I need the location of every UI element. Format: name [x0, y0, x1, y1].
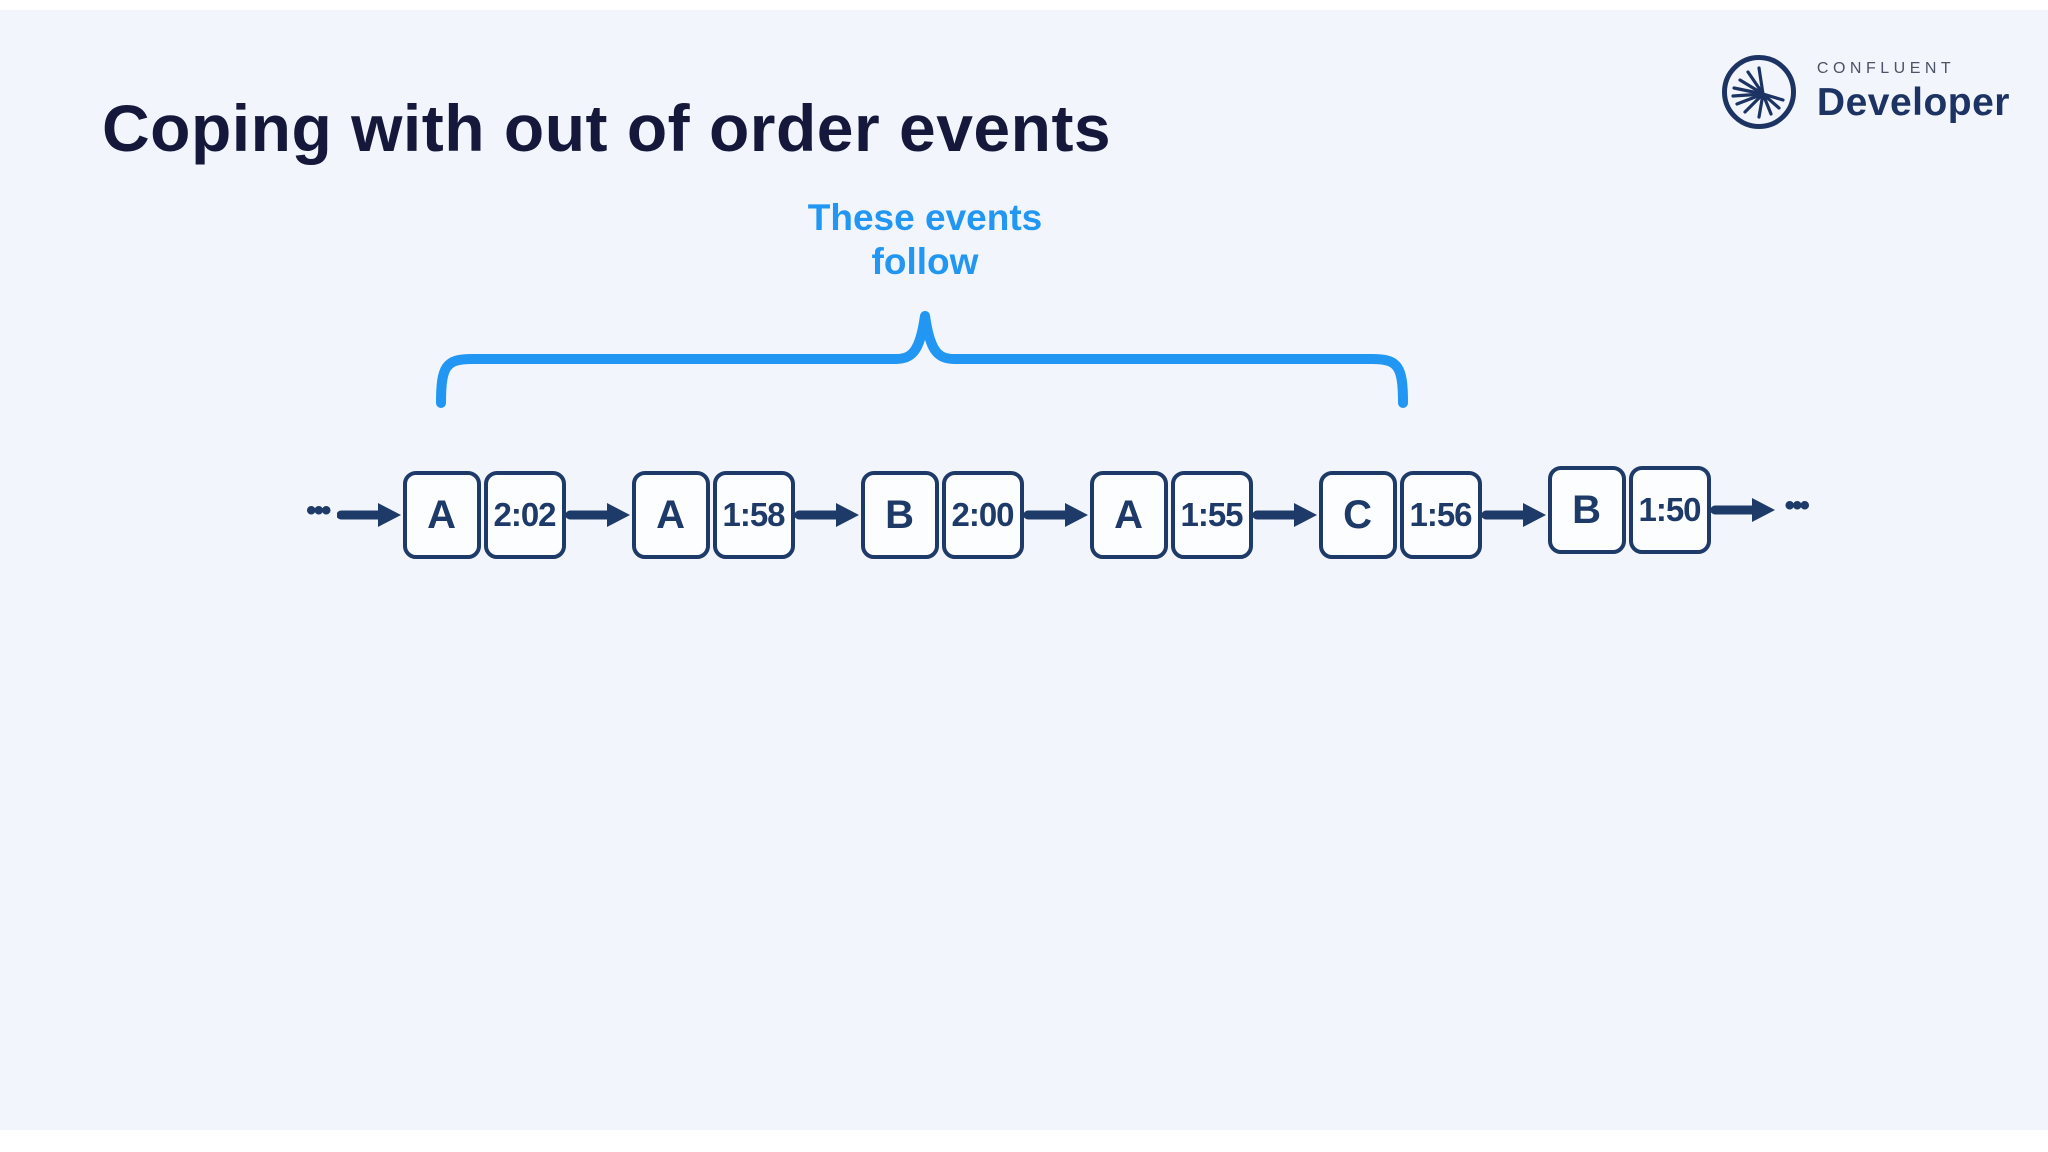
arrow-right-icon [565, 503, 630, 527]
confluent-starburst-icon [1721, 54, 1797, 130]
event-key: A [656, 492, 685, 537]
arrow-right-icon [336, 503, 401, 527]
event-key-box: A [402, 471, 481, 559]
logo-text: CONFLUENT Developer [1817, 60, 2010, 125]
event-time: 1:56 [1409, 496, 1472, 533]
logo-product-label: Developer [1816, 80, 2010, 124]
bottom-letterbox-strip [0, 1130, 2048, 1152]
event-pair: A 1:58 [631, 471, 795, 559]
event-key: B [885, 492, 914, 537]
event-key: B [1572, 487, 1601, 532]
confluent-developer-logo: CONFLUENT Developer [1721, 54, 2010, 130]
arrow-right-icon [1023, 503, 1088, 527]
event-key: A [427, 492, 456, 537]
annotation-line-1: These events [807, 197, 1043, 238]
event-key-box: C [1318, 471, 1397, 559]
event-stream: ••• A 2:02 A 1:58 B 2:00 A [298, 466, 1815, 559]
page-title: Coping with out of order events [102, 91, 1112, 166]
event-time: 1:50 [1638, 491, 1701, 528]
annotation-label: These events follow [808, 196, 1042, 283]
event-key: C [1343, 492, 1372, 537]
event-time: 1:55 [1180, 496, 1243, 533]
event-time: 2:00 [951, 496, 1014, 533]
event-time-box: 1:56 [1399, 471, 1482, 559]
event-time-box: 1:55 [1170, 471, 1253, 559]
event-key-box: B [1547, 466, 1626, 554]
event-key-box: A [631, 471, 710, 559]
event-time-box: 1:58 [712, 471, 795, 559]
event-time: 2:02 [493, 496, 556, 533]
event-time-box: 2:00 [941, 471, 1024, 559]
arrow-right-icon [794, 503, 859, 527]
event-time: 1:58 [722, 496, 785, 533]
event-pair: C 1:56 [1318, 471, 1482, 559]
ellipsis-left: ••• [306, 494, 331, 527]
logo-brand-label: CONFLUENT [1816, 59, 1956, 77]
event-pair: B 1:50 [1547, 466, 1711, 554]
event-time-box: 1:50 [1628, 466, 1711, 554]
event-pair: A 1:55 [1089, 471, 1253, 559]
arrow-right-icon [1710, 498, 1775, 522]
ellipsis-right: ••• [1784, 489, 1810, 522]
event-pair: B 2:00 [860, 471, 1024, 559]
event-key: A [1114, 492, 1143, 537]
curly-brace-icon [436, 311, 1408, 408]
arrow-right-icon [1481, 503, 1546, 527]
arrow-right-icon [1252, 503, 1317, 527]
event-key-box: A [1089, 471, 1168, 559]
annotation-line-2: follow [871, 240, 979, 282]
event-pair: A 2:02 [402, 471, 566, 559]
top-letterbox-strip [0, 0, 2048, 10]
event-time-box: 2:02 [483, 471, 566, 559]
event-key-box: B [860, 471, 939, 559]
